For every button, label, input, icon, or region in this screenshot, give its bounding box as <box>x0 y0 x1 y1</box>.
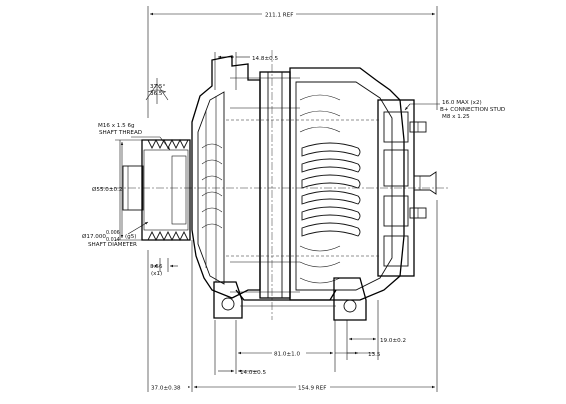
label-angle-b: 36.5° <box>150 91 165 97</box>
label-top-width: 14.8±0.5 <box>252 56 278 62</box>
label-shaft-dia-tol-minus: 0.014 <box>106 237 120 243</box>
label-shaft-thread-2: SHAFT THREAD <box>99 130 142 136</box>
label-pulley-offset: 37.0±0.38 <box>151 386 181 392</box>
alternator-body <box>122 55 437 321</box>
label-stud-2: B+ CONNECTION STUD <box>440 107 505 113</box>
label-mount-span: 81.0±1.0 <box>274 352 300 358</box>
label-shaft-dia-grade: (g5) <box>125 234 136 240</box>
label-stud-3: M8 x 1.25 <box>442 114 470 120</box>
label-angle-a: 37.5° <box>150 84 165 90</box>
label-shaft-dia-tol-plus: 0.006 <box>106 230 120 236</box>
dimension-labels: 211.1 REF 14.8±0.5 37.5° 36.5° M16 x 1.5… <box>82 9 505 392</box>
label-pulley-dia: Ø55.0±0.2 <box>92 186 122 193</box>
label-offset-2: (x1) <box>151 271 162 277</box>
label-foot-width: 14.0±0.5 <box>240 370 266 376</box>
label-overall-ref: 211.1 REF <box>265 13 293 19</box>
label-body-ref: 154.9 REF <box>298 386 326 392</box>
label-shaft-dia-2: SHAFT DIAMETER <box>88 242 137 248</box>
label-shaft-dia-1: Ø17.000 <box>82 233 106 240</box>
label-mount-right: 13.5 <box>368 352 381 358</box>
label-shaft-thread-1: M16 x 1.5 6g <box>98 123 135 129</box>
label-stud-1: 16.0 MAX (x2) <box>442 100 482 106</box>
label-right-foot: 19.0±0.2 <box>380 338 406 344</box>
label-offset-1: 3.56 <box>150 264 163 270</box>
dimension-lines <box>115 6 440 392</box>
